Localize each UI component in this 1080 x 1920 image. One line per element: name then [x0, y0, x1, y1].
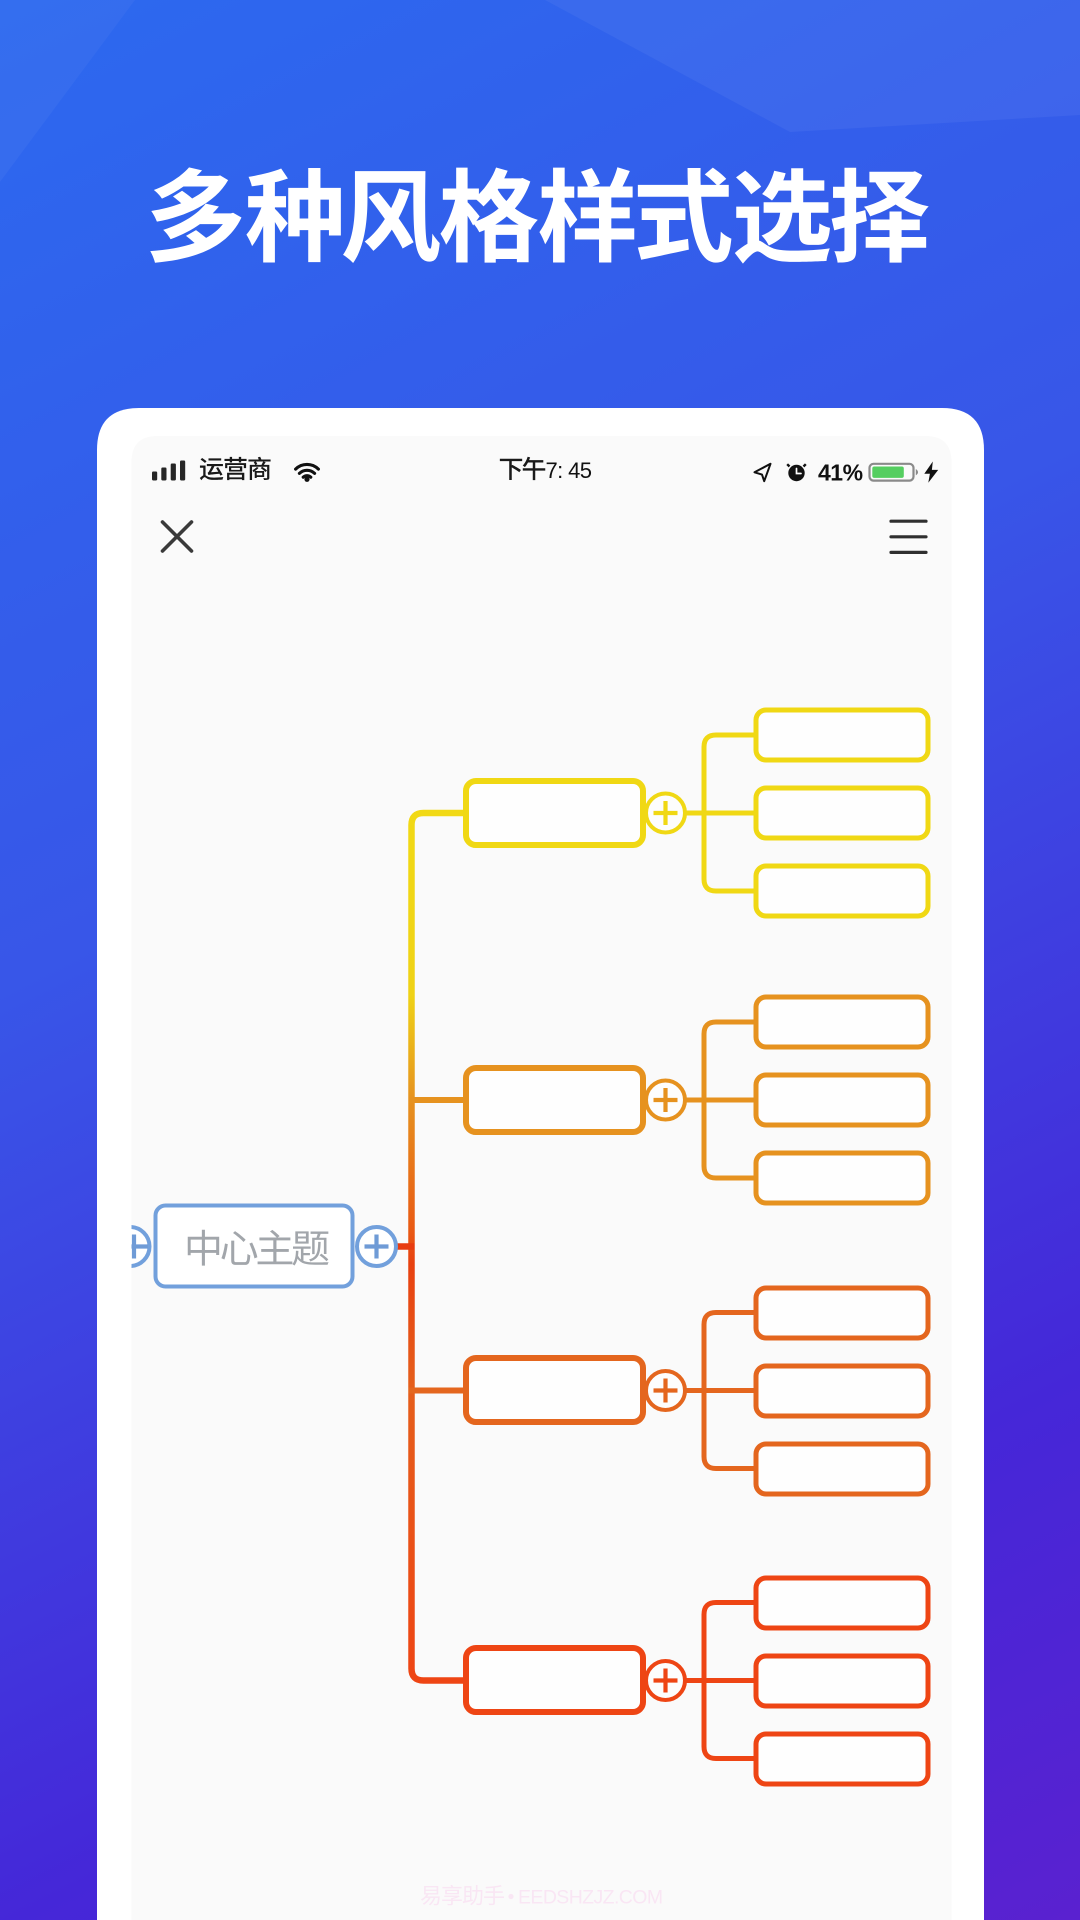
svg-text:41%: 41%: [818, 460, 863, 486]
svg-text:7: 45: 7: 45: [546, 458, 592, 483]
svg-text:EEDSHZJZ.COM: EEDSHZJZ.COM: [518, 1887, 662, 1909]
